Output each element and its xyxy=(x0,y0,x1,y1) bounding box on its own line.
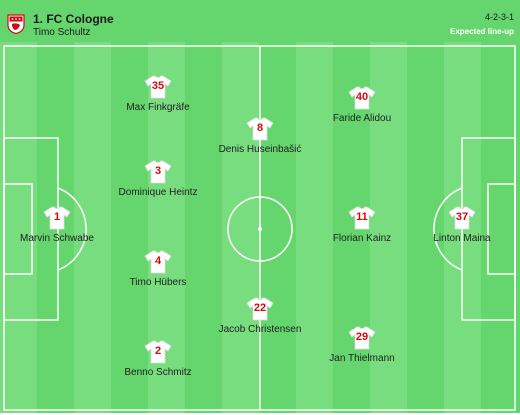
coach-name: Timo Schultz xyxy=(33,27,91,38)
player-marker[interactable]: 35 Max Finkgräfe xyxy=(98,75,218,113)
shirt-number: 3 xyxy=(154,165,162,177)
player-marker[interactable]: 40 Faride Alidou xyxy=(302,86,422,124)
jersey-icon: 37 xyxy=(448,206,476,230)
shirt-number: 2 xyxy=(154,345,162,357)
shirt-number: 1 xyxy=(53,211,61,223)
fc-cologne-crest-icon xyxy=(7,14,25,35)
jersey-icon: 22 xyxy=(246,297,274,321)
player-name: Jan Thielmann xyxy=(329,353,395,364)
football-pitch: 1 Marvin Schwabe 35 Max Finkgräfe 3 Domi… xyxy=(0,42,520,413)
player-name: Max Finkgräfe xyxy=(126,102,190,113)
player-marker[interactable]: 3 Dominique Heintz xyxy=(98,160,218,198)
player-name: Linton Maina xyxy=(433,233,491,244)
shirt-number: 35 xyxy=(151,80,165,92)
formation-label: 4-2-3-1 xyxy=(484,12,514,22)
player-name: Faride Alidou xyxy=(332,113,392,124)
player-marker[interactable]: 2 Benno Schmitz xyxy=(98,340,218,378)
shirt-number: 29 xyxy=(355,331,369,343)
player-marker[interactable]: 8 Denis Huseinbašić xyxy=(200,117,320,155)
jersey-icon: 29 xyxy=(348,326,376,350)
jersey-icon: 8 xyxy=(246,117,274,141)
player-marker[interactable]: 11 Florian Kainz xyxy=(302,206,422,244)
jersey-icon: 35 xyxy=(144,75,172,99)
player-marker[interactable]: 1 Marvin Schwabe xyxy=(0,206,117,244)
player-name: Timo Hübers xyxy=(129,277,187,288)
jersey-icon: 40 xyxy=(348,86,376,110)
player-marker[interactable]: 37 Linton Maina xyxy=(402,206,520,244)
player-marker[interactable]: 29 Jan Thielmann xyxy=(302,326,422,364)
player-name: Denis Huseinbašić xyxy=(218,144,302,155)
shirt-number: 40 xyxy=(355,91,369,103)
jersey-icon: 3 xyxy=(144,160,172,184)
shirt-number: 22 xyxy=(253,302,267,314)
player-name: Florian Kainz xyxy=(332,233,392,244)
player-name: Jacob Christensen xyxy=(218,324,302,335)
player-marker[interactable]: 4 Timo Hübers xyxy=(98,250,218,288)
jersey-icon: 1 xyxy=(43,206,71,230)
lineup-header: 1. FC Cologne Timo Schultz 4-2-3-1 Expec… xyxy=(0,0,520,42)
jersey-icon: 4 xyxy=(144,250,172,274)
jersey-icon: 11 xyxy=(348,206,376,230)
player-name: Benno Schmitz xyxy=(124,367,192,378)
player-name: Dominique Heintz xyxy=(118,187,198,198)
shirt-number: 4 xyxy=(154,255,162,267)
team-name: 1. FC Cologne xyxy=(33,12,114,26)
player-marker[interactable]: 22 Jacob Christensen xyxy=(200,297,320,335)
player-name: Marvin Schwabe xyxy=(20,233,94,244)
shirt-number: 37 xyxy=(455,211,469,223)
shirt-number: 8 xyxy=(256,122,264,134)
lineup-status-label: Expected line-up xyxy=(449,27,514,36)
shirt-number: 11 xyxy=(356,211,368,223)
jersey-icon: 2 xyxy=(144,340,172,364)
